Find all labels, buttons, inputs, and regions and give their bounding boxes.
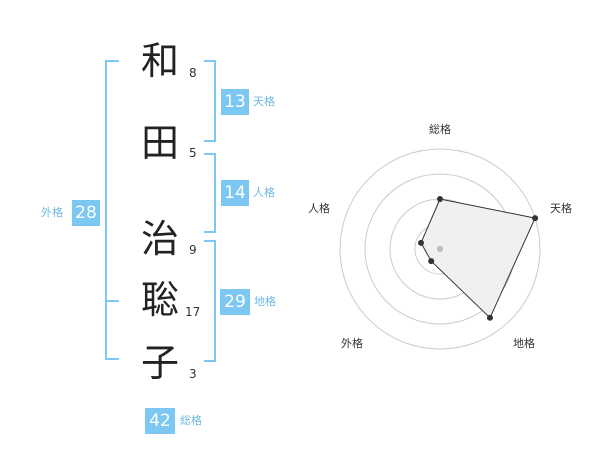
- name-char-1: 和: [140, 39, 179, 83]
- radar-grid-ring: [339, 148, 541, 350]
- gaikaku-label: 外格: [41, 206, 63, 219]
- radar-axis-label-gaikaku: 外格: [341, 336, 363, 350]
- jinkaku-value-badge: 14: [221, 180, 249, 206]
- name-char-4: 聡: [140, 278, 179, 322]
- chikaku-value-badge: 29: [220, 289, 250, 315]
- soukaku-value-badge: 42: [145, 408, 175, 434]
- stroke-count-3: 9: [189, 243, 197, 257]
- gaikaku-value-badge: 28: [72, 200, 100, 226]
- radar-center-dot: [437, 246, 443, 252]
- radar-axis-label-soukaku: 総格: [429, 122, 451, 136]
- stroke-count-4: 17: [185, 305, 201, 319]
- radar-point-3: [486, 314, 493, 321]
- radar-point-4: [428, 258, 435, 265]
- radar-data-points: [417, 196, 539, 321]
- radar-point-2: [532, 215, 539, 222]
- soukaku-label: 総格: [180, 414, 202, 427]
- radar-axis-label-tenkaku: 天格: [550, 201, 572, 215]
- radar-data-polygon: [420, 198, 536, 319]
- radar-axis-label-jinkaku: 人格: [308, 201, 330, 215]
- tenkaku-bracket: [204, 60, 216, 142]
- gaikaku-bracket-lower: [105, 298, 119, 360]
- chikaku-label: 地格: [254, 295, 276, 308]
- stroke-count-2: 5: [189, 146, 197, 160]
- name-char-2: 田: [140, 121, 179, 165]
- jinkaku-bracket: [204, 153, 216, 233]
- radar-point-1: [437, 196, 443, 202]
- tenkaku-value-badge: 13: [221, 89, 249, 115]
- name-char-5: 子: [140, 341, 179, 385]
- stroke-count-5: 3: [189, 367, 197, 381]
- stroke-count-1: 8: [189, 66, 197, 80]
- radar-axis-label-chikaku: 地格: [513, 336, 535, 350]
- name-char-3: 治: [140, 217, 179, 261]
- jinkaku-label: 人格: [253, 186, 275, 199]
- chikaku-bracket: [204, 240, 216, 362]
- radar-point-5: [417, 239, 424, 246]
- tenkaku-label: 天格: [253, 95, 275, 108]
- gaikaku-bracket-upper: [105, 60, 119, 302]
